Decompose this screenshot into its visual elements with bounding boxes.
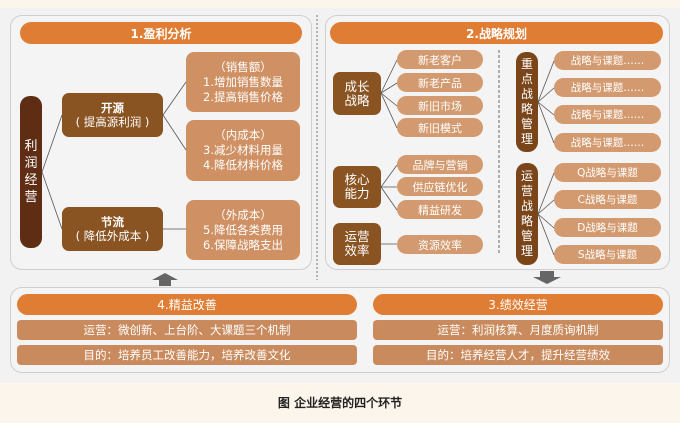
ops-node: 运营效率 xyxy=(333,223,381,265)
perf-row: 运营：利润核算、月度质询机制 xyxy=(373,320,663,340)
node-line: 能力 xyxy=(344,186,370,201)
label-char: 管 xyxy=(520,117,533,131)
label-char: 重 xyxy=(520,57,533,71)
ops-mgmt-item: S战略与课题 xyxy=(554,245,661,264)
label-char: 营 xyxy=(520,184,533,198)
core-item: 精益研发 xyxy=(397,200,483,219)
label-char: 战 xyxy=(520,87,533,101)
growth-item: 新老客户 xyxy=(397,50,483,69)
key-strategy-label: 重点战略管理 xyxy=(516,52,538,152)
label-char: 略 xyxy=(520,102,533,116)
node-line: 战略 xyxy=(344,92,370,108)
root-char: 营 xyxy=(24,190,38,205)
branch-connector xyxy=(162,81,187,230)
root-char: 利 xyxy=(24,139,38,154)
key-item: 战略与课题…… xyxy=(554,105,661,124)
core-item: 品牌与营销 xyxy=(397,155,483,174)
arrow-down-icon xyxy=(533,271,561,284)
node-line: 效率 xyxy=(344,243,370,258)
node-line: 2.提高销售价格 xyxy=(203,89,283,104)
label-char: 运 xyxy=(520,169,533,183)
node-line: 成长 xyxy=(344,78,370,94)
core-node: 核心能力 xyxy=(333,166,381,208)
lean-header: 4.精益改善 xyxy=(17,294,357,315)
node-line: 1.增加销售数量 xyxy=(203,74,283,89)
profit-root: 利润经营 xyxy=(20,96,42,248)
node-sub: ( 提高源利润 ) xyxy=(75,115,150,129)
growth-item: 新旧模式 xyxy=(397,118,483,137)
key-item: 战略与课题…… xyxy=(554,133,661,152)
figure-caption: 图 企业经营的四个环节 xyxy=(277,396,403,410)
node-title: （外成本） xyxy=(214,207,272,222)
lean-row: 运营：微创新、上台阶、大课题三个机制 xyxy=(17,320,357,340)
root-connector xyxy=(41,114,63,230)
node-title: 节流 xyxy=(101,215,124,229)
label-char: 战 xyxy=(520,199,533,213)
growth-item: 新旧市场 xyxy=(397,96,483,115)
node-title: 开源 xyxy=(101,101,124,115)
core-connector xyxy=(380,164,398,245)
label-char: 理 xyxy=(520,244,533,258)
growth-node: 成长战略 xyxy=(333,72,381,115)
label-char: 理 xyxy=(520,132,533,146)
node-line: 核心 xyxy=(344,172,370,187)
label-char: 略 xyxy=(520,214,533,228)
label-char: 点 xyxy=(520,72,533,86)
key-item: 战略与课题…… xyxy=(554,78,661,97)
ops-mgmt-item: Q战略与课题 xyxy=(554,163,661,182)
node-line: 4.降低材料价格 xyxy=(203,158,283,172)
kaiyuan-node: 开源( 提高源利润 ) xyxy=(62,93,163,137)
ops-item: 资源效率 xyxy=(397,235,483,254)
label-char: 管 xyxy=(520,229,533,243)
node-line: 5.降低各类费用 xyxy=(203,222,283,237)
ops-mgmt-item: D战略与课题 xyxy=(554,218,661,237)
lean-row: 目的：培养员工改善能力，培养改善文化 xyxy=(17,345,357,365)
core-item: 供应链优化 xyxy=(397,177,483,196)
root-char: 润 xyxy=(24,156,38,171)
node-line: 6.保障战略支出 xyxy=(203,237,283,252)
ops-connector xyxy=(537,172,555,256)
root-char: 经 xyxy=(24,173,38,188)
jieliu-node: 节流( 降低外成本 ) xyxy=(62,207,163,251)
node-line: 运营 xyxy=(344,229,370,244)
node-line: 3.减少材料用量 xyxy=(203,143,283,157)
perf-row: 目的：培养经营人才，提升经营绩效 xyxy=(373,345,663,365)
growth-item: 新老产品 xyxy=(397,73,483,92)
growth-connector xyxy=(380,59,398,129)
perf-header: 3.绩效经营 xyxy=(373,294,663,315)
node-title: （销售额） xyxy=(214,59,272,74)
profit-header: 1.盈利分析 xyxy=(20,22,302,44)
arrow-up-icon xyxy=(152,273,178,286)
node-sub: ( 降低外成本 ) xyxy=(75,229,150,243)
node-title: （内成本） xyxy=(214,128,272,142)
ops-mgmt-item: C战略与课题 xyxy=(554,190,661,209)
strategy-header: 2.战略规划 xyxy=(330,22,663,44)
ops-strategy-label: 运营战略管理 xyxy=(516,163,538,265)
key-connector xyxy=(537,60,555,144)
key-item: 战略与课题…… xyxy=(554,51,661,70)
